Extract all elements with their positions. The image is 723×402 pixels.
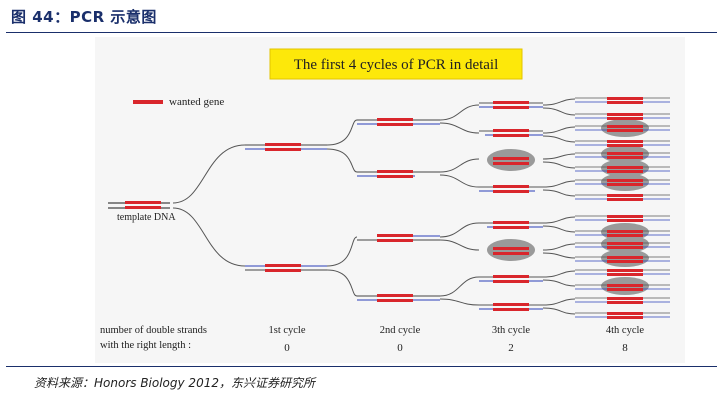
diagram-title: The first 4 cycles of PCR in detail [294,57,499,73]
pcr-figure: The first 4 cycles of PCR in detail want… [95,37,685,363]
count-cycle-1: 0 [284,342,290,354]
pcr-diagram: The first 4 cycles of PCR in detail want… [100,48,670,354]
legend-label: wanted gene [169,96,224,108]
count-cycle-4: 8 [622,342,628,354]
bottom-rule [6,366,717,367]
legend-swatch [133,100,163,104]
template-gene-bottom [125,206,161,209]
count-cycle-2: 0 [397,342,403,354]
template-label: template DNA [117,212,176,223]
template-gene-top [125,201,161,204]
branches [172,98,576,315]
cycle-2-products [357,118,440,302]
row-label-line-2: with the right length : [100,340,191,351]
cycle-label-3: 3th cycle [492,325,531,336]
top-rule [6,32,717,33]
cycle-3-products [479,101,543,311]
title-box [269,48,523,80]
cycle-label-2: 2nd cycle [380,325,421,336]
row-label-line-1: number of double strands [100,325,207,336]
cycle-label-4: 4th cycle [606,325,645,336]
source-note: 资料来源：Honors Biology 2012，东兴证券研究所 [34,376,315,390]
figure-caption: 图 44：PCR 示意图 [11,8,157,26]
cycle-label-1: 1st cycle [268,325,305,336]
count-cycle-3: 2 [508,342,514,354]
cycle-4-products [575,97,670,319]
cycle-1-products [245,143,327,272]
